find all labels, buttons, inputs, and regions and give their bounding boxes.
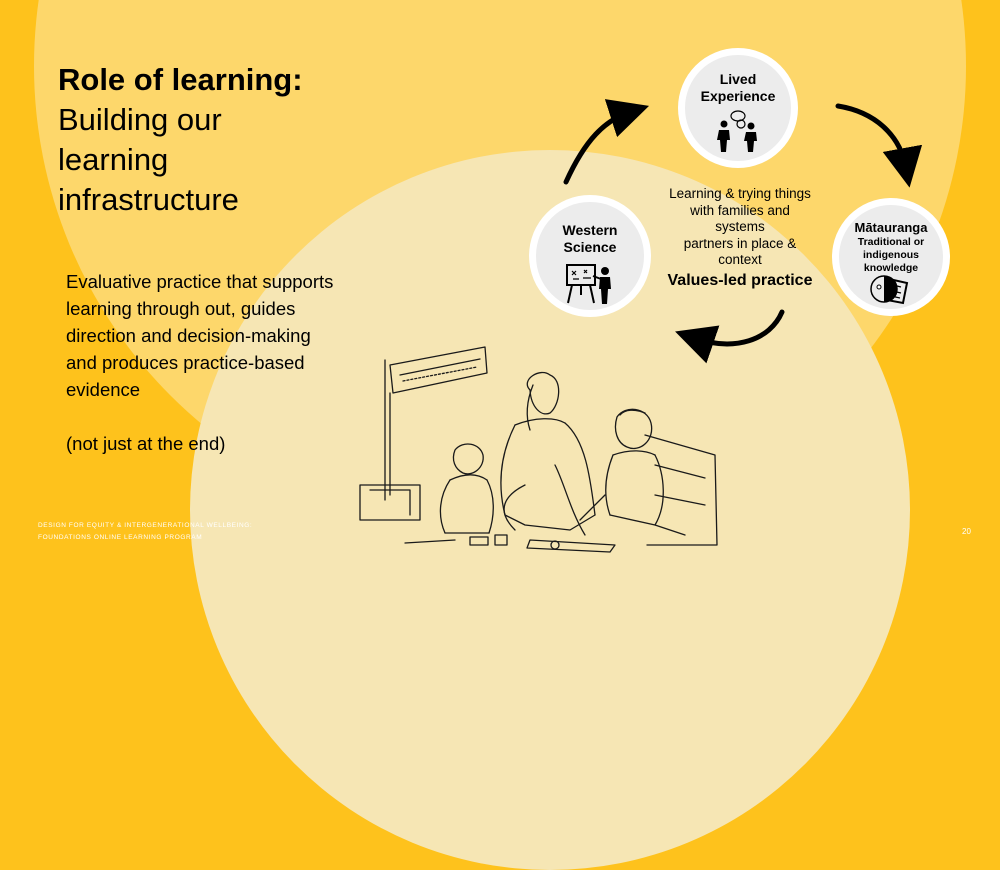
center-line: with families and <box>690 202 790 218</box>
slide-title: Role of learning: Building our learning … <box>58 60 303 220</box>
title-line: infrastructure <box>58 182 239 217</box>
body-line: evidence <box>66 379 141 400</box>
center-line: systems <box>715 219 765 234</box>
body-line: learning through out, guides <box>66 298 296 319</box>
node-sublabel: indigenous <box>862 249 919 262</box>
center-line: partners in place & <box>683 235 797 251</box>
indigenous-art-icon <box>870 275 909 305</box>
footer-line: DESIGN FOR EQUITY & INTERGENERATIONAL WE… <box>38 522 253 529</box>
node-label: Lived <box>719 71 757 88</box>
title-line: learning <box>58 142 169 177</box>
people-talking-icon <box>717 110 757 153</box>
node-western-science: Western Science <box>529 195 651 317</box>
footer-line: FOUNDATIONS ONLINE LEARNING PROGRAM <box>38 534 203 541</box>
center-heading: Values-led practice <box>667 271 813 289</box>
node-matauranga: Mātauranga Traditional or indigenous kno… <box>832 198 950 316</box>
arrow-matauranga-to-western-icon <box>675 309 785 364</box>
body-note: (not just at the end) <box>66 433 226 454</box>
arrow-lived-to-matauranga-icon <box>835 103 923 188</box>
cycle-arrows <box>563 99 923 364</box>
node-label: Science <box>563 239 617 256</box>
body-line: and produces practice-based <box>66 352 305 373</box>
node-label: Western <box>562 222 618 239</box>
footer: DESIGN FOR EQUITY & INTERGENERATIONAL WE… <box>38 520 252 544</box>
node-label: Experience <box>700 88 776 105</box>
body-text: Evaluative practice that supports learni… <box>66 268 386 457</box>
center-line: context <box>718 252 762 267</box>
body-line: direction and decision-making <box>66 325 311 346</box>
teacher-board-icon <box>565 264 611 305</box>
page-number: 20 <box>962 527 971 536</box>
node-sublabel: Traditional or <box>857 236 925 249</box>
family-illustration <box>359 346 718 553</box>
title-bold: Role of learning: <box>58 62 303 97</box>
center-line: Learning & trying things <box>669 186 811 201</box>
node-label: Mātauranga <box>854 220 928 236</box>
arrow-western-to-lived-icon <box>563 99 650 185</box>
node-lived-experience: Lived Experience <box>678 48 798 168</box>
node-sublabel: knowledge <box>863 262 919 275</box>
title-line: Building our <box>58 102 222 137</box>
center-text: Learning & trying things with families a… <box>655 186 825 289</box>
body-line: Evaluative practice that supports <box>66 271 334 292</box>
